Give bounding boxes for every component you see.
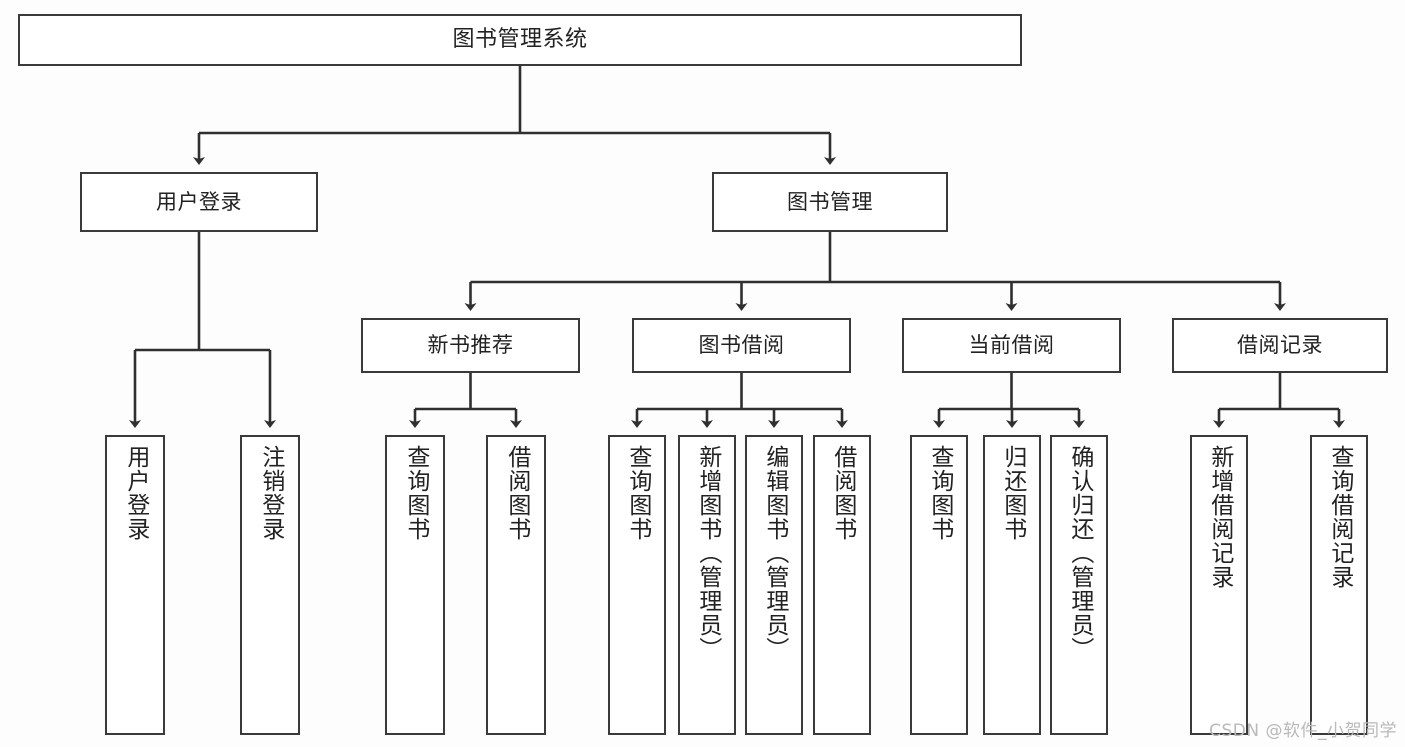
node-label: 查询图书 <box>926 445 953 541</box>
node-l3-c4[interactable]: 借阅图书 <box>813 435 871 735</box>
node-label: 确认归还（管理员） <box>1066 445 1093 661</box>
node-label: 查询图书 <box>402 445 429 541</box>
node-l1-login[interactable]: 用户登录 <box>80 172 318 232</box>
node-label: 用户登录 <box>122 445 149 541</box>
node-label: 新增图书（管理员） <box>694 445 721 661</box>
node-l3-a2[interactable]: 注销登录 <box>240 435 300 735</box>
node-l2-current[interactable]: 当前借阅 <box>902 318 1121 373</box>
node-l3-a1[interactable]: 用户登录 <box>105 435 165 735</box>
node-l3-c3[interactable]: 编辑图书（管理员） <box>745 435 803 735</box>
node-l3-d2[interactable]: 归还图书 <box>983 435 1041 735</box>
node-l3-e1[interactable]: 新增借阅记录 <box>1190 435 1248 735</box>
node-label: 用户登录 <box>156 189 242 214</box>
node-l3-b1[interactable]: 查询图书 <box>385 435 445 735</box>
node-label: 编辑图书（管理员） <box>761 445 788 661</box>
node-label: 当前借阅 <box>968 333 1055 358</box>
node-root[interactable]: 图书管理系统 <box>18 14 1022 66</box>
node-l3-c1[interactable]: 查询图书 <box>608 435 666 735</box>
node-label: 借阅图书 <box>829 445 856 541</box>
node-l3-d3[interactable]: 确认归还（管理员） <box>1050 435 1108 735</box>
watermark: CSDN @软件_小贺同学 <box>1209 721 1397 741</box>
node-l3-c2[interactable]: 新增图书（管理员） <box>678 435 736 735</box>
node-l1-bookmgmt[interactable]: 图书管理 <box>712 172 948 232</box>
node-label: 查询图书 <box>624 445 651 541</box>
node-l3-b2[interactable]: 借阅图书 <box>486 435 546 735</box>
node-label: 归还图书 <box>999 445 1026 541</box>
node-l2-borrow[interactable]: 图书借阅 <box>632 318 851 373</box>
node-label: 图书管理系统 <box>452 27 588 53</box>
node-l2-newbook[interactable]: 新书推荐 <box>361 318 580 373</box>
node-label: 注销登录 <box>257 445 284 541</box>
node-l2-record[interactable]: 借阅记录 <box>1172 318 1388 373</box>
node-label: 图书借阅 <box>698 333 785 358</box>
node-label: 新书推荐 <box>427 333 514 358</box>
node-l3-e2[interactable]: 查询借阅记录 <box>1310 435 1368 735</box>
node-label: 借阅记录 <box>1237 333 1323 358</box>
node-l3-d1[interactable]: 查询图书 <box>910 435 968 735</box>
node-label: 查询借阅记录 <box>1326 445 1353 589</box>
node-label: 图书管理 <box>787 189 873 214</box>
node-label: 借阅图书 <box>503 445 530 541</box>
node-label: 新增借阅记录 <box>1206 445 1233 589</box>
